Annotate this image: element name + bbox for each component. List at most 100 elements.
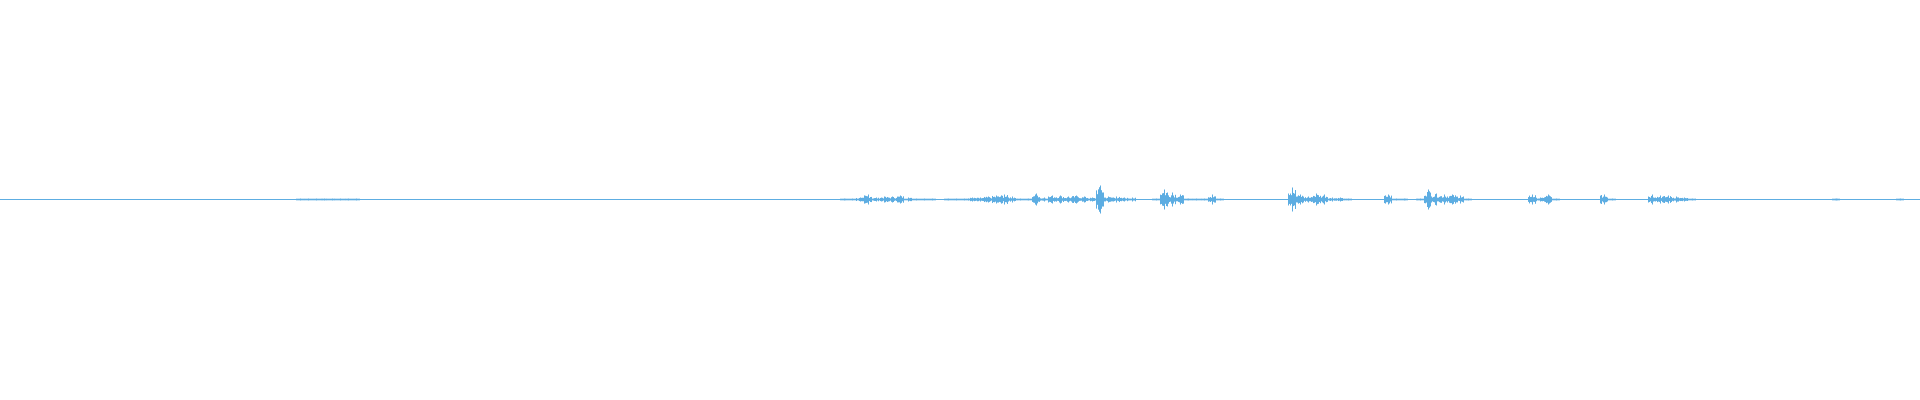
waveform-sample <box>1601 195 1602 204</box>
waveform-sample <box>1094 198 1095 201</box>
waveform-sample <box>1421 198 1422 201</box>
waveform-sample <box>1047 198 1048 201</box>
waveform-sample <box>1052 195 1053 204</box>
waveform-sample <box>1533 197 1534 202</box>
waveform-sample <box>1044 197 1045 202</box>
waveform-sample <box>930 198 931 201</box>
waveform-sample <box>961 198 962 201</box>
waveform-sample <box>1171 195 1172 204</box>
waveform-sample <box>314 198 315 201</box>
waveform-sample <box>1650 197 1651 202</box>
waveform-sample <box>1546 195 1547 204</box>
waveform-sample <box>870 197 871 202</box>
waveform-sample <box>1456 196 1457 203</box>
waveform-sample <box>1395 198 1396 201</box>
waveform-sample <box>1392 198 1393 201</box>
waveform-sample <box>1393 198 1394 201</box>
waveform-sample <box>1054 197 1055 202</box>
waveform-sample <box>1166 192 1167 207</box>
waveform-sample <box>1338 197 1339 202</box>
waveform-sample <box>350 198 351 201</box>
waveform-sample <box>856 198 857 201</box>
waveform-sample <box>979 198 980 201</box>
waveform-sample <box>1170 197 1171 202</box>
waveform-sample <box>1441 196 1442 203</box>
waveform-sample <box>1670 196 1671 203</box>
waveform-sample <box>1612 198 1613 201</box>
waveform-sample <box>896 197 897 202</box>
waveform-sample <box>1657 196 1658 203</box>
waveform-sample <box>312 198 313 201</box>
waveform-sample <box>1538 198 1539 201</box>
waveform-sample <box>1095 198 1096 201</box>
waveform-sample <box>1449 196 1450 203</box>
waveform-sample <box>1311 197 1312 202</box>
waveform-sample <box>1203 198 1204 201</box>
waveform-sample <box>313 198 314 201</box>
waveform-sample <box>1602 197 1603 202</box>
waveform-sample <box>1056 197 1057 202</box>
waveform-sample <box>1073 196 1074 203</box>
waveform-sample <box>344 198 345 201</box>
waveform-sample <box>865 195 866 204</box>
waveform-sample <box>306 198 307 201</box>
waveform-sample <box>957 198 958 201</box>
waveform-sample <box>354 198 355 201</box>
waveform-sample <box>956 198 957 201</box>
waveform-sample <box>851 198 852 201</box>
waveform-sample <box>343 198 344 201</box>
waveform-sample <box>1454 197 1455 202</box>
waveform-sample <box>1320 195 1321 204</box>
waveform-sample <box>335 198 336 201</box>
waveform-sample <box>1208 197 1209 202</box>
waveform-sample <box>1555 198 1556 201</box>
waveform-sample <box>1312 197 1313 202</box>
waveform-sample <box>1024 198 1025 201</box>
waveform-sample <box>1046 198 1047 201</box>
waveform-sample <box>1021 198 1022 201</box>
waveform-sample <box>880 197 881 202</box>
waveform-sample <box>1536 197 1537 202</box>
waveform-sample <box>1087 197 1088 202</box>
waveform-sample <box>1172 192 1173 207</box>
waveform-sample <box>890 198 891 201</box>
waveform-sample <box>1837 198 1838 201</box>
waveform-sample <box>963 198 964 201</box>
waveform-sample <box>1109 197 1110 202</box>
waveform-sample <box>1336 198 1337 201</box>
waveform-sample <box>319 198 320 201</box>
waveform-sample <box>1076 195 1077 204</box>
waveform-sample <box>1079 198 1080 201</box>
waveform-sample <box>1048 196 1049 203</box>
waveform-sample <box>1322 196 1323 203</box>
waveform-sample <box>1183 195 1184 204</box>
waveform-sample <box>1452 194 1453 205</box>
waveform-sample <box>1117 198 1118 201</box>
waveform-sample <box>1085 196 1086 203</box>
waveform-sample <box>316 198 317 201</box>
waveform-sample <box>345 198 346 201</box>
waveform-sample <box>968 198 969 201</box>
waveform-sample <box>1539 198 1540 201</box>
waveform-sample <box>1209 197 1210 202</box>
waveform-sample <box>1112 197 1113 202</box>
waveform-sample <box>944 198 945 201</box>
waveform-sample <box>1004 194 1005 205</box>
waveform-sample <box>1192 198 1193 201</box>
waveform-sample <box>1404 198 1405 201</box>
waveform-sample <box>1214 196 1215 203</box>
waveform-sample <box>1215 196 1216 203</box>
waveform-sample <box>1544 197 1545 202</box>
waveform-sample <box>1662 196 1663 203</box>
waveform-sample <box>1196 198 1197 201</box>
waveform-sample <box>897 196 898 203</box>
waveform-sample <box>1187 198 1188 201</box>
waveform-sample <box>1015 198 1016 201</box>
waveform-sample <box>324 198 325 201</box>
waveform-sample <box>1032 197 1033 202</box>
waveform-sample <box>893 196 894 203</box>
waveform-sample <box>1077 196 1078 203</box>
waveform-sample <box>1659 197 1660 202</box>
waveform-sample <box>1325 197 1326 202</box>
